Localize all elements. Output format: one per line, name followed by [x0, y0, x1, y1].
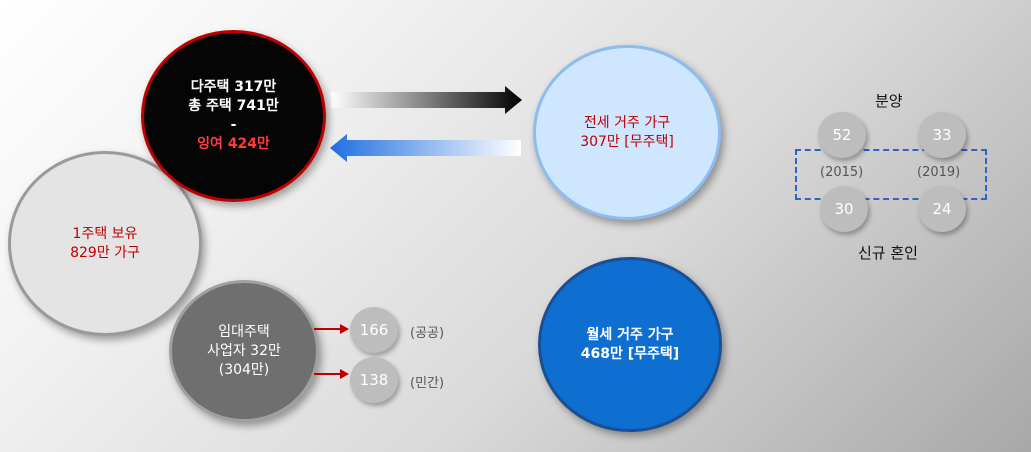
- new-marriage-heading: 신규 혼인: [858, 244, 918, 262]
- marriage-2015-number: 30: [834, 200, 854, 218]
- one-owner-line2: 829만 가구: [70, 244, 140, 261]
- private-rental-label: (민간): [410, 376, 445, 391]
- arrow-right: [331, 86, 522, 114]
- marriage-2015-value: 30: [820, 186, 868, 232]
- wolse-circle: 월세 거주 가구 468만 [무주택]: [538, 257, 722, 432]
- presale-2019-value: 33: [918, 112, 966, 158]
- private-rental-number: 138: [359, 371, 389, 389]
- marriage-2019-number: 24: [932, 200, 952, 218]
- private-rental-value: 138: [350, 357, 398, 403]
- presale-heading: 분양: [875, 92, 903, 110]
- arrow-to-private: [314, 369, 349, 379]
- presale-2015-value: 52: [818, 112, 866, 158]
- comparison-dashed-box: [795, 149, 987, 200]
- one-owner-line1: 1주택 보유: [72, 225, 138, 242]
- multi-owner-line4: 잉여 424만: [197, 136, 270, 152]
- multi-owner-line3: -: [230, 117, 237, 133]
- year-2015-label: (2015): [820, 165, 864, 180]
- public-rental-value: 166: [350, 307, 398, 353]
- public-rental-label: (공공): [410, 326, 445, 341]
- arrow-to-public: [314, 324, 349, 334]
- arrow-left: [330, 134, 521, 162]
- marriage-2019-value: 24: [918, 186, 966, 232]
- public-rental-number: 166: [359, 321, 389, 339]
- rental-line1: 임대주택: [218, 323, 270, 340]
- wolse-line1: 월세 거주 가구: [586, 326, 674, 343]
- rental-business-circle: 임대주택 사업자 32만 (304만): [169, 280, 319, 422]
- wolse-line2: 468만 [무주택]: [580, 345, 680, 362]
- multi-owner-line1: 다주택 317만: [190, 79, 277, 95]
- multi-house-owner-circle: 다주택 317만 총 주택 741만 - 잉여 424만: [141, 30, 326, 202]
- presale-2019-number: 33: [932, 126, 952, 144]
- jeonse-circle: 전세 거주 가구 307만 [무주택]: [533, 45, 721, 220]
- one-house-owner-circle: 1주택 보유 829만 가구: [8, 151, 202, 336]
- rental-line2: 사업자 32만: [207, 342, 281, 359]
- jeonse-line2: 307만 [무주택]: [580, 133, 674, 150]
- presale-2015-number: 52: [832, 126, 852, 144]
- year-2019-label: (2019): [917, 165, 961, 180]
- multi-owner-line2: 총 주택 741만: [188, 98, 279, 114]
- rental-line3: (304만): [218, 361, 270, 378]
- jeonse-line1: 전세 거주 가구: [583, 114, 671, 131]
